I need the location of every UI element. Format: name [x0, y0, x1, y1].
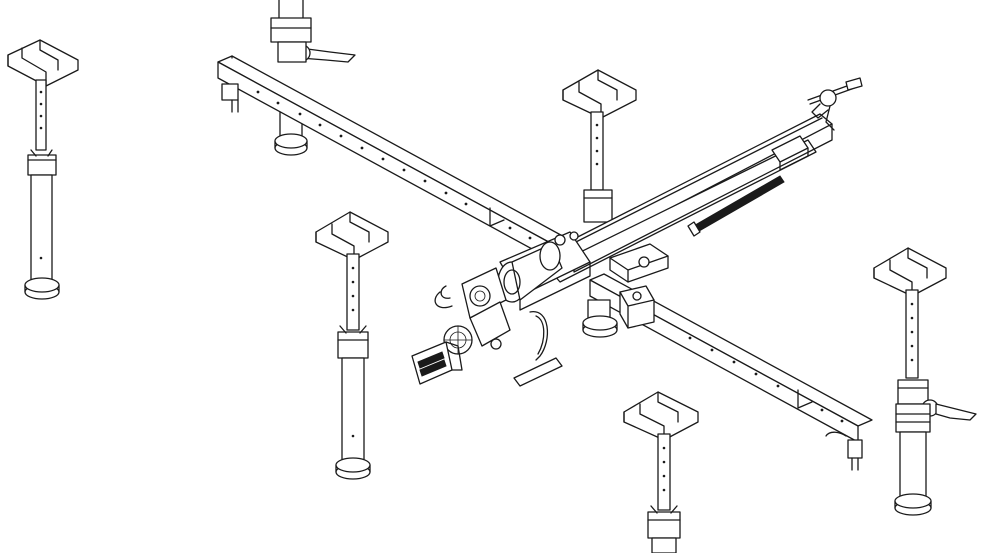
support-stand-middle [315, 211, 389, 480]
clamp-collar [609, 243, 669, 329]
support-stand-centre [562, 69, 637, 338]
support-stand-left [7, 39, 79, 300]
support-stand-right [873, 247, 977, 516]
cross-beam [217, 55, 873, 471]
support-stand-bottom [623, 391, 699, 553]
drill-motor [411, 231, 591, 387]
